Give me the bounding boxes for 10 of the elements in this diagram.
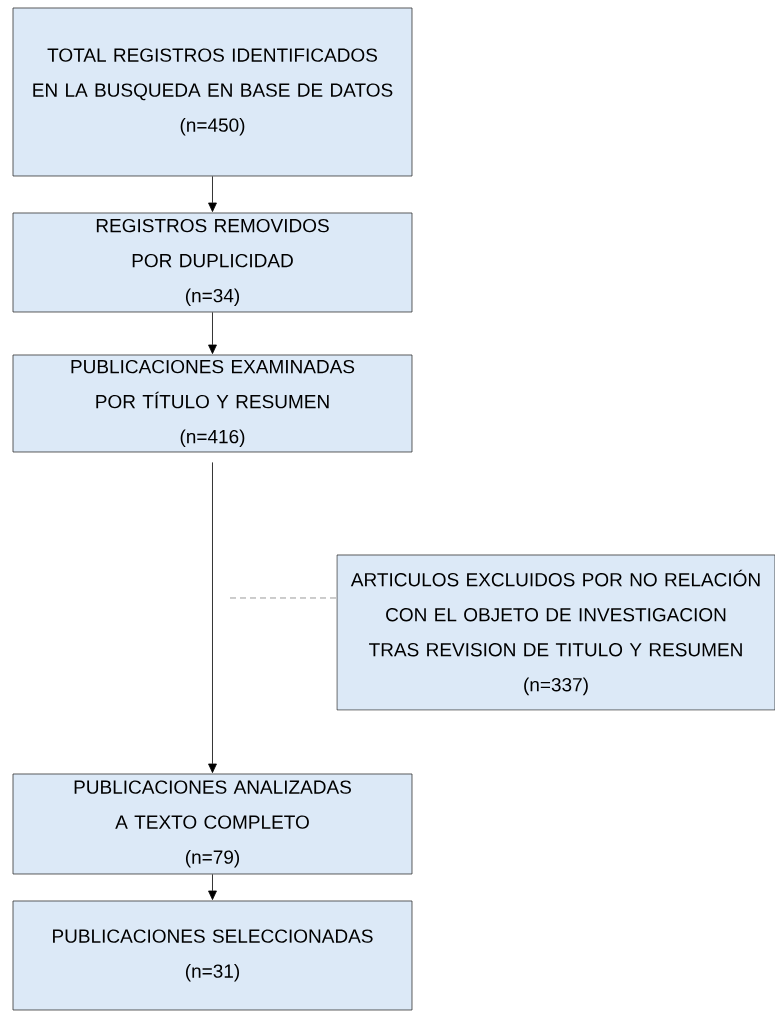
process-box: REGISTROS REMOVIDOS POR DUPLICIDAD (n=34) — [12, 212, 413, 313]
arrow — [208, 462, 217, 773]
process-box: PUBLICACIONES EXAMINADAS POR TÍTULO Y RESUMEN (n=416) — [12, 354, 413, 453]
arrow — [208, 176, 217, 212]
process-box: TOTAL REGISTROS IDENTIFICADOS EN LA BUSQUEDA EN BASE DE DATOS (n=450) — [12, 7, 413, 177]
arrow — [208, 874, 217, 900]
process-box: PUBLICACIONES SELECCIONADAS (n=31) — [12, 900, 413, 1011]
process-box: PUBLICACIONES ANALIZADAS A TEXTO COMPLETO (n=79) — [12, 773, 413, 875]
arrow — [208, 312, 217, 354]
process-box: ARTICULOS EXCLUIDOS POR NO RELACIÓN CON EL OBJETO DE INVESTIGACION TRAS REVISION DE TITULO Y RESUMEN (n=337) — [336, 554, 775, 711]
